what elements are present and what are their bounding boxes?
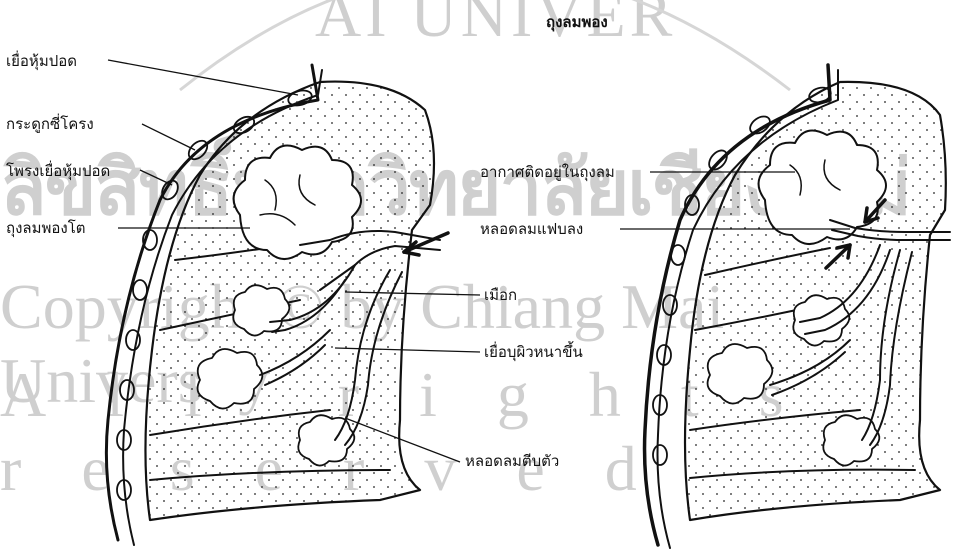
- watermark-seal-arc: [180, 0, 790, 90]
- right-rib: [653, 445, 667, 465]
- right-rib: [663, 295, 677, 315]
- leader-rib: [142, 124, 195, 150]
- label-narrowed-bronchiole: หลอดลมตีบตัว: [465, 452, 559, 470]
- label-trapped-air: อากาศติดอยู่ในถุงลม: [480, 163, 615, 181]
- left-lung: [106, 65, 448, 545]
- left-rib: [133, 280, 147, 300]
- label-mucus: เมือก: [484, 286, 517, 304]
- label-rib: กระดูกซี่โครง: [6, 115, 94, 133]
- leader-pleura: [108, 60, 298, 95]
- leader-pleural-cavity: [140, 170, 172, 185]
- right-rib: [671, 245, 685, 265]
- left-rib: [126, 330, 140, 350]
- label-collapsed-bronchiole: หลอดลมแฟบลง: [480, 220, 583, 238]
- label-pleura: เยื่อหุ้มปอด: [6, 52, 77, 70]
- diagram-title: ถุงลมพอง: [546, 10, 608, 34]
- label-pleural-cavity: โพรงเยื่อหุ้มปอด: [6, 162, 110, 180]
- right-lung: [645, 65, 950, 548]
- right-rib: [706, 147, 731, 173]
- label-enlarged-alveoli: ถุงลมพองโต: [6, 219, 86, 237]
- label-thickened-lining: เยื่อบุผิวหนาขึ้น: [484, 343, 583, 361]
